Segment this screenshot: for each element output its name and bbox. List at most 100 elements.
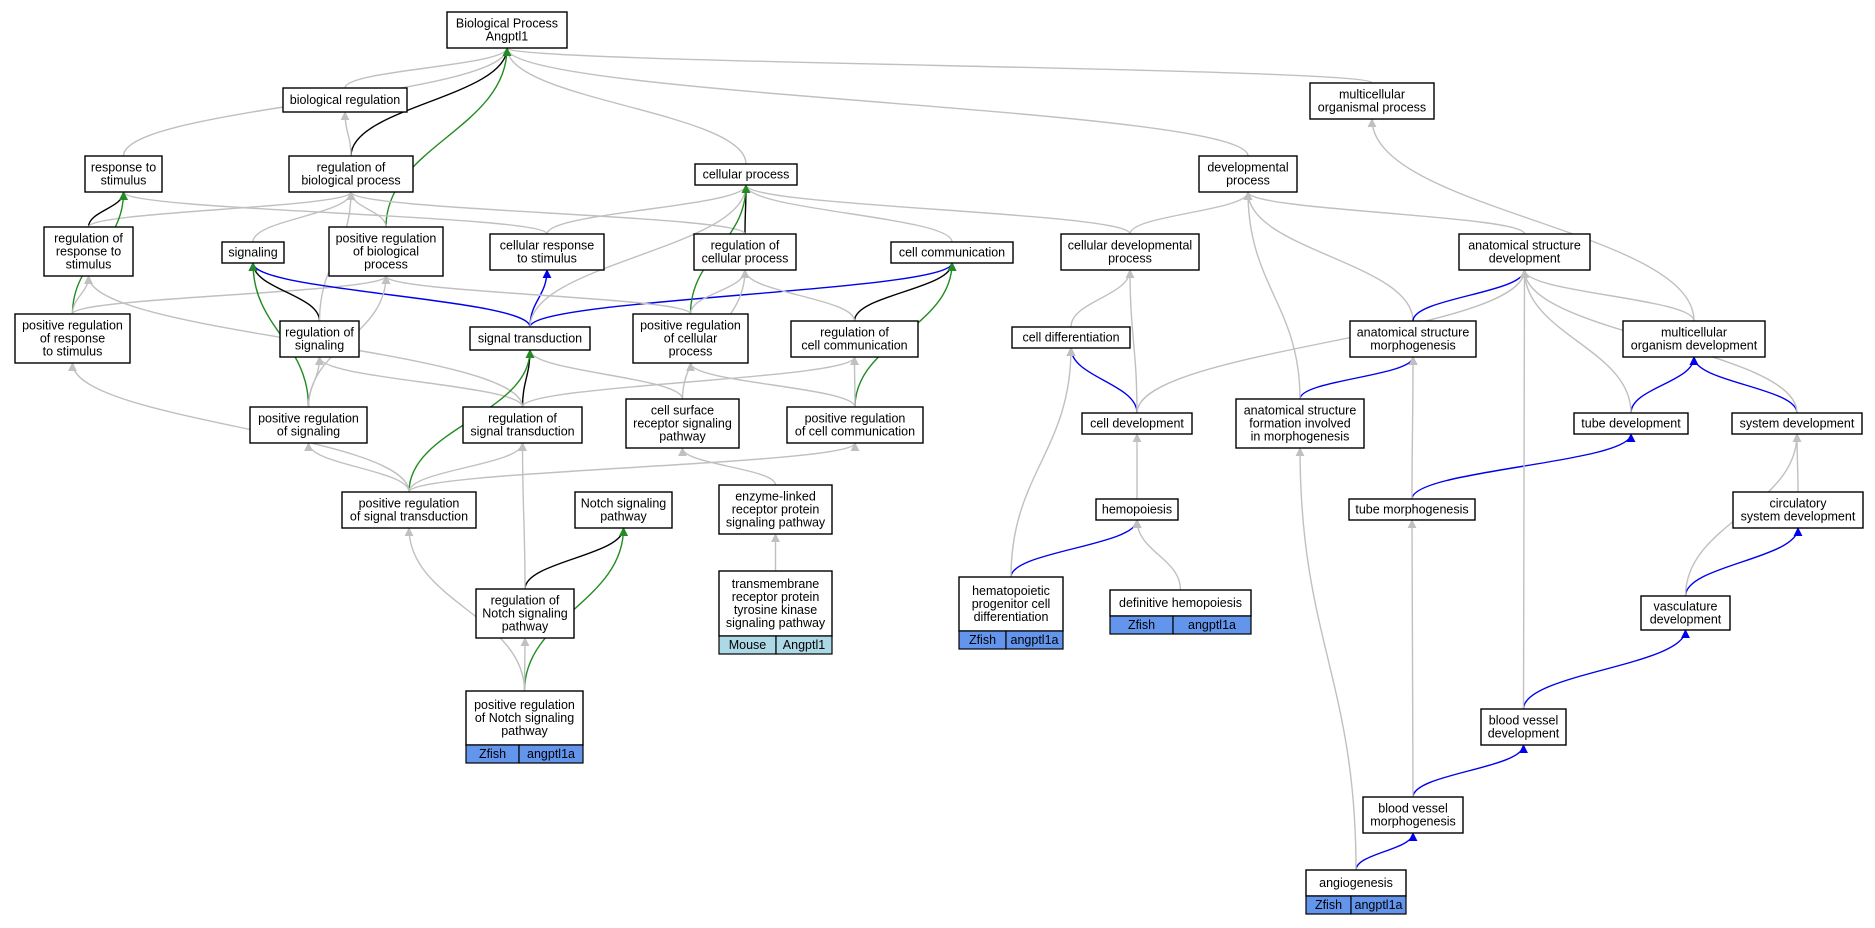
go-term-node-celldev[interactable]: cell development	[1081, 412, 1193, 435]
gene-label: angptl1a	[1011, 633, 1059, 647]
go-term-label: of biological	[353, 245, 419, 259]
go-term-node-sysdev[interactable]: system development	[1731, 412, 1863, 435]
go-term-label: positive regulation	[258, 412, 359, 426]
species-label: Zfish	[1315, 898, 1342, 912]
go-term-node-signaling[interactable]: signaling	[221, 241, 285, 264]
go-term-box	[14, 313, 131, 364]
go-term-node-bioreg[interactable]: biological regulation	[282, 87, 408, 113]
go-term-node-cellcomm[interactable]: cell communication	[890, 241, 1014, 264]
go-term-label: of signal transduction	[350, 510, 468, 524]
edge-is-a	[850, 356, 860, 408]
go-term-label: signal transduction	[470, 425, 574, 439]
go-term-node-tubemorph[interactable]: tube morphogenesis	[1348, 498, 1476, 521]
go-term-box	[446, 11, 568, 49]
go-term-label: biological regulation	[290, 93, 401, 107]
edge-is-a	[1408, 356, 1418, 500]
edge-is-a	[741, 184, 953, 243]
edge-regulates	[1066, 347, 1138, 414]
go-term-label: to stimulus	[43, 345, 103, 359]
go-term-box	[475, 588, 575, 639]
edge-is-a	[408, 442, 527, 493]
go-term-node-celldiff[interactable]: cell differentiation	[1011, 326, 1131, 349]
go-term-label: biological process	[301, 174, 400, 188]
go-term-box	[890, 241, 1014, 264]
go-term-label: response to	[56, 245, 121, 259]
edge-regulates	[1411, 433, 1636, 500]
go-term-label: enzyme-linked	[735, 490, 816, 504]
go-term-box	[84, 155, 163, 193]
go-term-label: receptor signaling	[633, 417, 732, 431]
go-term-label: positive regulation	[474, 698, 575, 712]
go-term-label: anatomical structure	[1468, 239, 1581, 253]
go-term-box	[221, 241, 285, 264]
edge-is-a	[119, 191, 548, 235]
go-term-label: cellular response	[500, 239, 595, 253]
edge-regulates	[248, 262, 531, 328]
go-term-label: in morphogenesis	[1251, 430, 1350, 444]
go-term-label: multicellular	[1661, 326, 1727, 340]
go-term-node-hemo[interactable]: hemopoiesis	[1095, 498, 1179, 521]
go-term-label: development	[1650, 613, 1722, 627]
go-term-label: multicellular	[1339, 88, 1405, 102]
go-term-box	[1640, 595, 1731, 631]
go-term-node-cellproc[interactable]: cellular process	[694, 163, 798, 186]
edge-is-a	[87, 191, 356, 228]
species-label: Zfish	[479, 747, 506, 761]
edge-regulates	[1355, 832, 1418, 871]
gene-label: angptl1a	[527, 747, 575, 761]
edge-is-a	[1125, 269, 1138, 414]
gene-label: angptl1a	[1355, 898, 1403, 912]
go-term-label: development	[1489, 252, 1561, 266]
go-term-label: of response	[40, 332, 105, 346]
edge-is-a	[1520, 269, 1632, 414]
go-term-label: regulation of	[820, 326, 889, 340]
edge-regulates	[1684, 527, 1803, 597]
edge-is-a	[71, 275, 391, 315]
edge-regulates	[1522, 629, 1690, 710]
go-term-box	[1060, 233, 1200, 271]
go-term-label: tube morphogenesis	[1355, 503, 1468, 517]
go-term-label: cellular process	[702, 252, 789, 266]
edge-is-a	[502, 47, 1373, 84]
go-term-node-tubedev[interactable]: tube development	[1573, 412, 1689, 435]
go-term-label: anatomical structure	[1244, 404, 1357, 418]
go-term-node-sigtrans[interactable]: signal transduction	[469, 326, 591, 351]
